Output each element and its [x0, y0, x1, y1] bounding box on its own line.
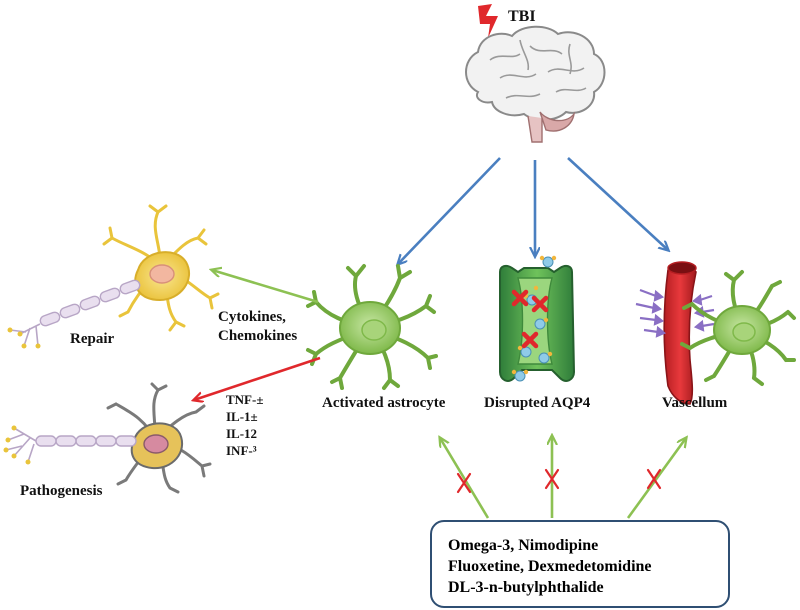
factor-tnf: TNF-±: [226, 392, 264, 407]
neuron-icon: [7, 204, 220, 349]
pathogenesis-label: Pathogenesis: [20, 483, 103, 499]
blood-vessel-icon: [635, 261, 715, 405]
astrocyte-icon: [680, 270, 796, 386]
factor-inf: INF-³: [226, 443, 257, 458]
lightning-icon: [478, 4, 498, 38]
drug-line-1: Omega-3, Nimodipine: [448, 537, 599, 554]
arrow-astrocyte-to-repair: [212, 270, 319, 304]
drug-line-3: DL-3-n-butylphthalide: [448, 579, 604, 596]
disrupted-aqp4-label: Disrupted AQP4: [484, 395, 591, 411]
activated-astrocyte-label: Activated astrocyte: [322, 395, 446, 411]
cytokines-label: Cytokines,: [218, 309, 286, 325]
arrow-astrocyte-to-pathogenesis: [194, 356, 321, 400]
neuron-icon: [3, 382, 212, 494]
inhibition-x-icon: [456, 472, 472, 494]
inhibition-x-icon: [646, 468, 662, 490]
arrow-brain-to-astrocyte: [398, 157, 501, 264]
repair-label: Repair: [70, 331, 115, 347]
aqp4-channel-icon: [499, 255, 576, 382]
tbi-label: TBI: [508, 8, 536, 25]
brain-icon: [465, 25, 606, 143]
astrocyte-icon: [306, 264, 438, 390]
factor-il12: IL-12: [226, 426, 258, 441]
inhibition-x-icon: [544, 468, 560, 490]
arrow-brain-to-vascellum: [567, 157, 668, 250]
arrow-drugs-to-astrocyte: [440, 438, 490, 519]
factor-il1: IL-1±: [226, 409, 258, 424]
arrow-drugs-to-vascellum: [626, 438, 686, 519]
vascellum-label: Vascellum: [662, 395, 728, 411]
drug-box: Omega-3, Nimodipine Fluoxetine, Dexmedet…: [430, 520, 730, 608]
drug-line-2: Fluoxetine, Dexmedetomidine: [448, 558, 652, 575]
chemokines-label: Chemokines: [218, 328, 298, 344]
